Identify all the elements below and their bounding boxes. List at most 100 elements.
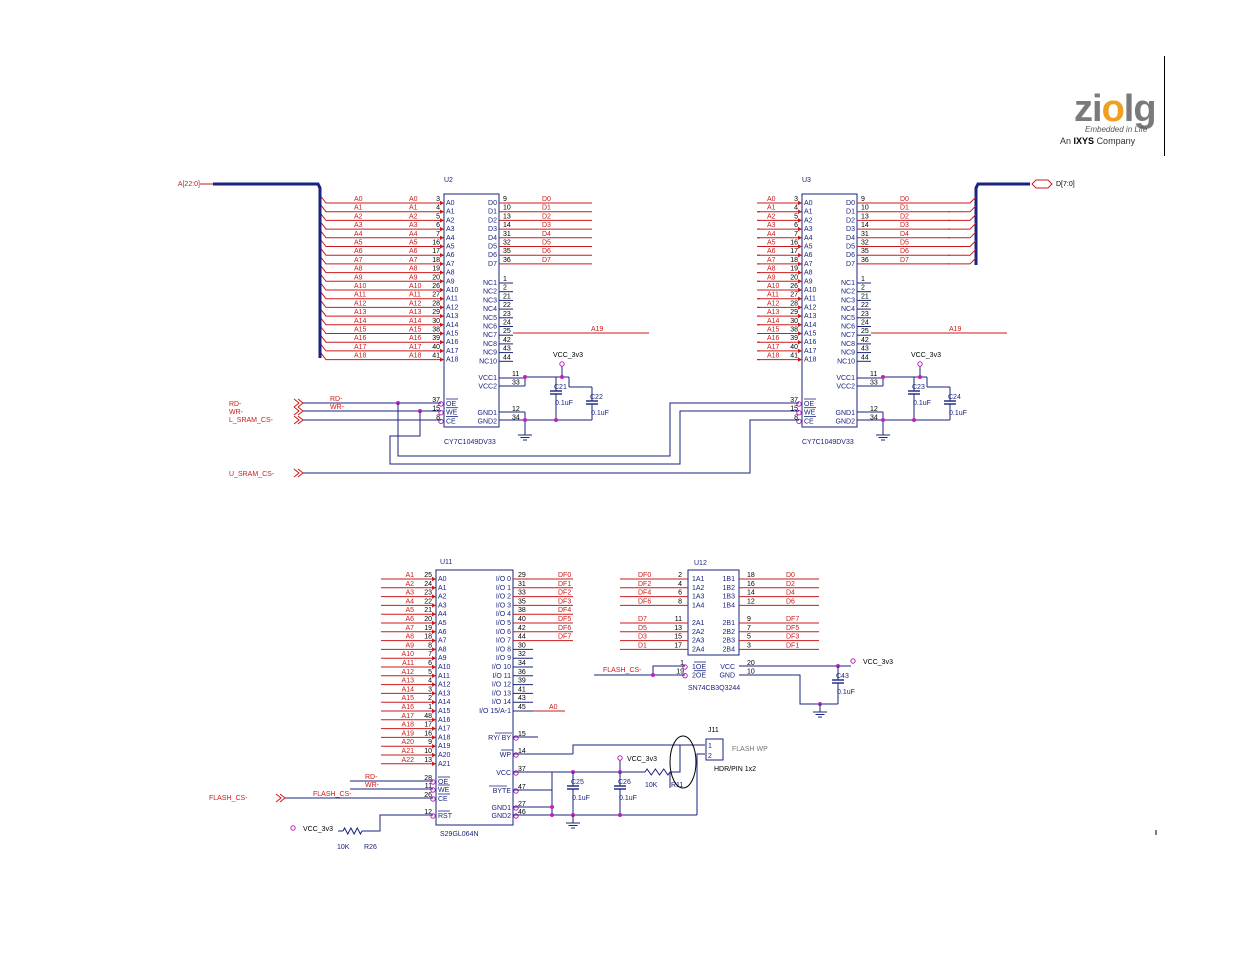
pin-arrow: [798, 305, 802, 310]
pin-name: 2OE: [692, 673, 706, 680]
net-label: A15: [354, 327, 367, 334]
logo-wordmark: ziolg: [1074, 88, 1157, 130]
pin-name: VCC2: [836, 384, 855, 391]
net-label: A8: [354, 266, 363, 273]
pin-name: A1: [446, 209, 455, 216]
net-label: DF3: [558, 598, 571, 605]
pin-number: 13: [674, 625, 682, 632]
pin-name: 2B4: [723, 646, 736, 653]
pin-arrow: [798, 270, 802, 275]
pin-name: 2B2: [723, 629, 736, 636]
net-label: A12: [409, 300, 422, 307]
pin-name: A17: [804, 348, 817, 355]
pin-name: D0: [488, 200, 497, 207]
pin-arrow: [798, 322, 802, 327]
net-label: D7: [900, 257, 909, 264]
pin-name: D1: [488, 209, 497, 216]
pin-name: WE: [446, 410, 458, 417]
pin-number: 40: [790, 344, 798, 351]
power-label: VCC_3v3: [911, 352, 941, 359]
pin-name: GND2: [478, 419, 498, 426]
pin-number: 19: [432, 266, 440, 273]
net-label: A7: [354, 257, 363, 264]
junction-dot: [554, 418, 558, 422]
junction-dot: [550, 813, 554, 817]
pin-number: 10: [861, 205, 869, 212]
pin-number: 6: [436, 222, 440, 229]
pin-number: 15: [432, 406, 440, 413]
pin-number: 35: [518, 598, 526, 605]
pin-arrow: [440, 305, 444, 310]
net-label: A16: [402, 704, 415, 711]
pin-name: I/O 6: [496, 629, 511, 636]
pin-arrow: [432, 717, 436, 722]
pin-number: 39: [518, 678, 526, 685]
pin-name: VCC: [720, 664, 735, 671]
resistor-value: 10K: [337, 844, 350, 851]
pin-number: 33: [518, 590, 526, 597]
pin-name: D5: [846, 244, 855, 251]
pin-number: 22: [503, 302, 511, 309]
net-label: A11: [409, 292, 421, 299]
power-label: VCC_3v3: [303, 826, 333, 833]
pin-number: 22: [861, 302, 869, 309]
junction-dot: [651, 673, 655, 677]
pin-arrow: [432, 673, 436, 678]
net-label: A0: [354, 196, 363, 203]
pin-name: NC1: [483, 280, 497, 287]
pin-number: 31: [861, 231, 869, 238]
net-label: DF1: [558, 581, 571, 588]
pin-arrow: [798, 287, 802, 293]
pin-number: 15: [518, 731, 526, 738]
pin-name: NC5: [483, 315, 497, 322]
pin-number: 23: [424, 590, 432, 597]
capacitor-ref: C23: [912, 384, 925, 391]
capacitor-ref: C25: [571, 779, 584, 786]
net-label: D0: [786, 572, 795, 579]
pin-name: WE: [804, 410, 816, 417]
net-label: D3: [638, 634, 647, 641]
net-label: A12: [402, 669, 415, 676]
pin-number: 36: [861, 257, 869, 264]
capacitor-ref: C22: [590, 394, 603, 401]
pin-name: VCC: [496, 770, 511, 777]
pin-arrow: [798, 348, 802, 354]
net-label: A1: [409, 205, 418, 212]
pin-number: 7: [428, 651, 432, 658]
net-label: A7: [405, 625, 414, 632]
net-label: D6: [786, 598, 795, 605]
pin-number: 17: [424, 722, 432, 729]
connector-circle: [513, 770, 519, 776]
pin-name: A0: [446, 200, 455, 207]
net-label: A14: [767, 318, 780, 325]
u11-flash: [435, 569, 514, 826]
data-wire: [948, 257, 977, 265]
pin-number: 47: [518, 784, 526, 791]
net-label: A10: [409, 283, 422, 290]
junction-dot: [881, 375, 885, 379]
pin-name: A17: [438, 726, 451, 733]
junction-dot: [918, 375, 922, 379]
pin-arrow: [440, 296, 444, 301]
data-wire: [948, 205, 977, 213]
pin-arrow: [432, 629, 436, 634]
pin-arrow: [432, 594, 436, 599]
net-label: DF6: [558, 625, 571, 632]
net-label: A18: [354, 353, 367, 360]
pin-name: A8: [446, 270, 455, 277]
pin-number: 43: [518, 695, 526, 702]
net-label: D4: [786, 590, 795, 597]
net-label: D4: [542, 231, 551, 238]
pin-number: 7: [436, 231, 440, 238]
pin-number: 36: [518, 669, 526, 676]
pin-name: A16: [446, 339, 459, 346]
ic-body: [801, 193, 858, 428]
net-label: FLASH_CS-: [209, 795, 248, 802]
pin-number: 38: [518, 607, 526, 614]
net-label: A7: [409, 257, 418, 264]
net-label: A8: [767, 266, 776, 273]
pin-name: OE: [446, 401, 456, 408]
pin-number: 9: [428, 739, 432, 746]
pin-name: A7: [446, 261, 455, 268]
capacitor-value: 0.1uF: [837, 689, 855, 696]
